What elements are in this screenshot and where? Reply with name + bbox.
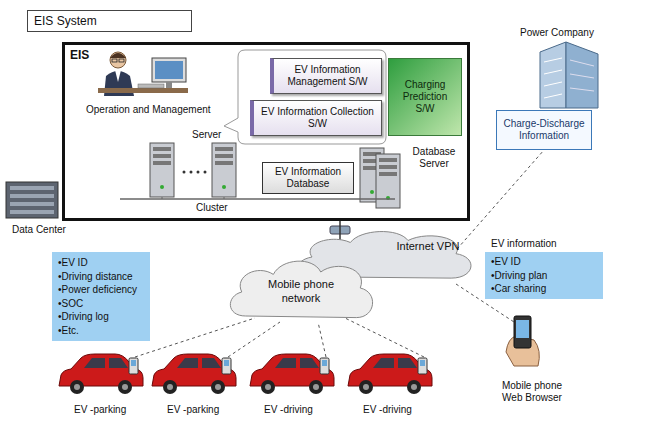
software-box: EV Information Management S/W [270,58,382,94]
node-text: EV Information Collection S/W [259,106,376,130]
text-label: Power Company [520,27,594,39]
node-text: •Etc. [58,324,144,338]
text-label: EV -parking [74,404,126,416]
info-panel: •EV ID•Driving plan•Car sharing [485,252,603,299]
network-cloud: Mobile phone network [222,252,380,332]
database-box: EV Information Database [262,162,354,194]
node-text: •SOC [58,297,144,311]
text-label: EV -driving [264,404,313,416]
node-text: •EV ID [491,255,597,269]
connector [457,150,544,249]
node-text: •Driving plan [491,269,597,283]
node-text: Mobile phone network [260,278,342,306]
title-box: EIS System [27,10,192,32]
node-text: •Driving distance [58,270,144,284]
software-box: EV Information Collection S/W [250,100,382,136]
info-box: Charge-Discharge Information [496,110,592,150]
text-label: Server [192,129,221,141]
info-list: EV information•EV ID•Driving plan•Car sh… [485,238,603,299]
text-label: Operation and Management [86,104,216,116]
node-text: Charging Prediction S/W [394,79,456,115]
node-text: •Car sharing [491,282,597,296]
node-text: •Power deficiency [58,283,144,297]
text-label: EV -parking [167,404,219,416]
software-box: Charging Prediction S/W [388,58,462,136]
text-label: Cluster [196,202,228,214]
node-text: EV Information Management S/W [279,64,376,88]
node-text: EV Information Database [268,166,348,190]
panel-heading: EV information [485,238,603,252]
text-label: Database Server [405,146,463,170]
text-label: Data Center [12,224,66,236]
system-boundary: EIS EV Information Management S/W EV Infor… [62,42,470,221]
node-text: •Driving log [58,310,144,324]
text-label: Mobile phone Web Browser [492,380,572,404]
node-text: Charge-Discharge Information [502,118,586,142]
node-text: •EV ID [58,256,144,270]
node-text: EIS [70,48,89,62]
node-text: Internet VPN [384,240,472,254]
info-list: •EV ID•Driving distance•Power deficiency… [52,252,150,341]
text-label: EV -driving [363,404,412,416]
